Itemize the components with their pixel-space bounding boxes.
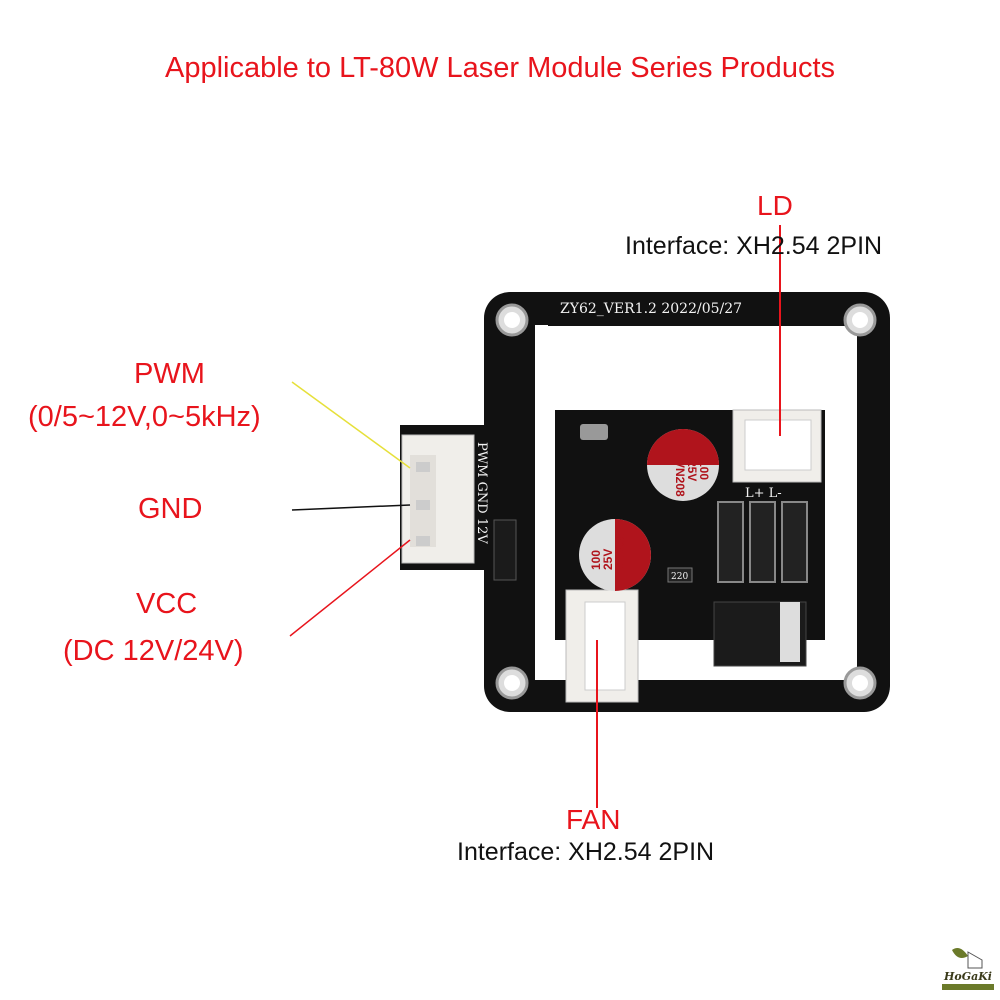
mounting-holes <box>495 303 877 700</box>
pwm-spec: (0/5~12V,0~5kHz) <box>28 401 261 433</box>
capacitor-voltage: 25V <box>601 549 615 570</box>
capacitor-1: 100 25V VN208 <box>647 429 719 501</box>
capacitor-model: VN208 <box>673 460 687 497</box>
capacitor-2: 100 25V VN208 <box>579 519 651 591</box>
ld-label: LD <box>757 190 793 221</box>
fan-connector <box>565 589 639 703</box>
capacitor-model: VN208 <box>613 533 627 570</box>
components: 220 <box>493 424 808 667</box>
pcb-silkscreen-version: ZY62_VER1.2 2022/05/27 <box>560 301 742 317</box>
gnd-label: GND <box>138 493 203 525</box>
brand-logo: HoGaKi <box>938 946 998 998</box>
resistor-label: 220 <box>671 572 688 582</box>
ld-connector: L+ L- <box>732 409 822 501</box>
pwm-label: PWM <box>134 358 205 390</box>
fan-label: FAN <box>566 804 621 835</box>
vcc-spec: (DC 12V/24V) <box>63 635 244 667</box>
vcc-leader-line <box>289 539 411 637</box>
capacitor-voltage: 25V <box>685 460 699 481</box>
ld-interface: Interface: XH2.54 2PIN <box>625 232 883 260</box>
fan-interface: Interface: XH2.54 2PIN <box>457 838 715 866</box>
svg-text:HoGaKi: HoGaKi <box>943 970 992 983</box>
vcc-label: VCC <box>136 588 198 620</box>
capacitor-value: 100 <box>589 550 603 570</box>
ld-pin-labels: L+ L- <box>745 486 782 501</box>
pwm-leader-line <box>291 381 411 469</box>
input-connector <box>401 434 475 564</box>
capacitor-value: 100 <box>697 460 711 480</box>
gnd-leader-line <box>291 504 411 511</box>
pcb-silkscreen-pins: PWM GND 12V <box>474 442 489 544</box>
title: Applicable to LT-80W Laser Module Series… <box>164 52 836 84</box>
